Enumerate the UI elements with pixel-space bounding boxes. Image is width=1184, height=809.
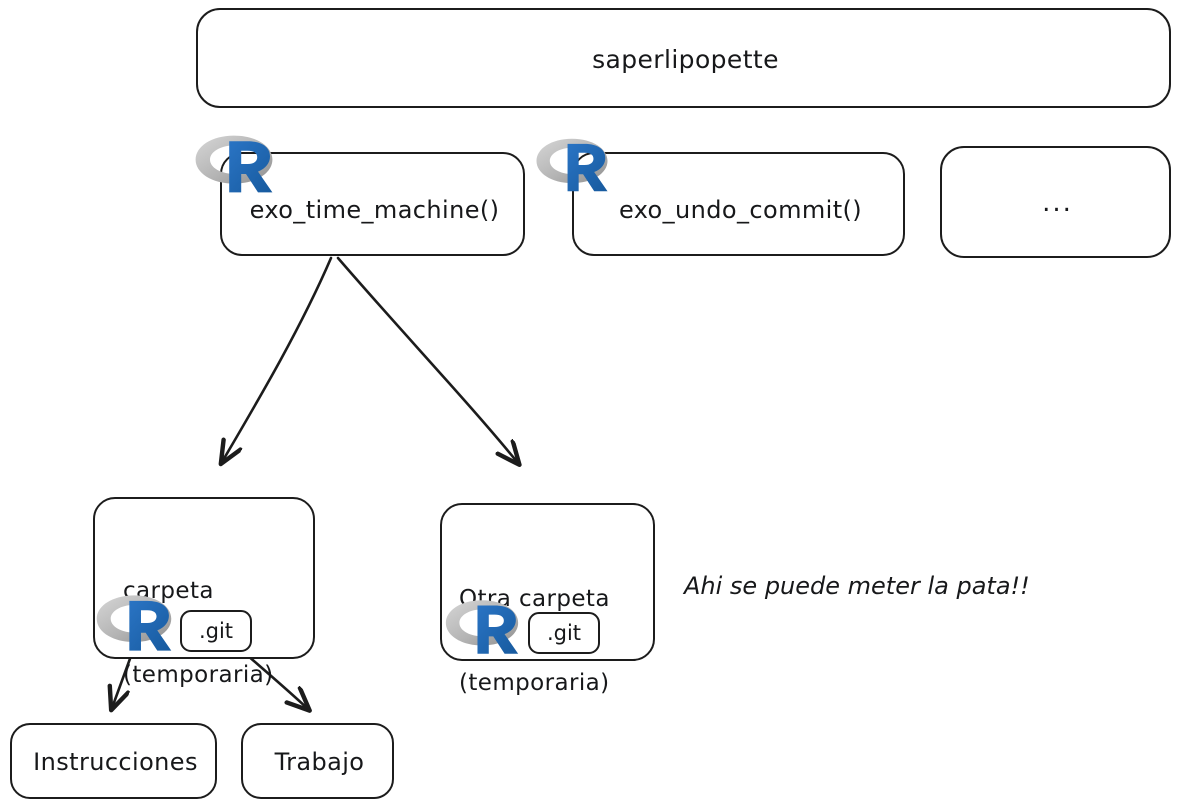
node-otra-carpeta-line2: (temporaria) [459,670,610,697]
edge-time-machine-to-otra-carpeta [336,256,518,463]
node-exo-time-machine-label: exo_time_machine() [249,196,500,225]
annotation-warning-text: Ahi se puede meter la pata!! [684,572,1030,600]
node-carpeta-line2: (temporaria) [123,662,274,689]
r-language-logo-icon [536,138,608,192]
node-trabajo-label: Trabajo [274,748,365,777]
node-trabajo[interactable]: Trabajo [241,723,394,799]
r-language-logo-icon [96,595,172,651]
node-instrucciones[interactable]: Instrucciones [10,723,217,799]
git-folder-chip-carpeta[interactable]: .git [180,610,252,652]
edge-time-machine-to-carpeta [222,256,333,462]
node-instrucciones-label: Instrucciones [33,748,198,777]
node-saperlipopette[interactable]: saperlipopette [196,8,1171,108]
git-folder-chip-otra-carpeta[interactable]: .git [528,612,600,654]
node-exo-time-machine[interactable]: exo_time_machine() [220,152,525,256]
node-saperlipopette-label: saperlipopette [592,44,779,74]
r-language-logo-icon [195,135,273,193]
r-language-logo-icon [445,600,519,654]
node-exo-undo-commit-label: exo_undo_commit() [618,196,863,225]
node-more-functions-label: ... [1042,188,1073,219]
node-more-functions[interactable]: ... [940,146,1171,258]
node-exo-undo-commit[interactable]: exo_undo_commit() [572,152,905,256]
